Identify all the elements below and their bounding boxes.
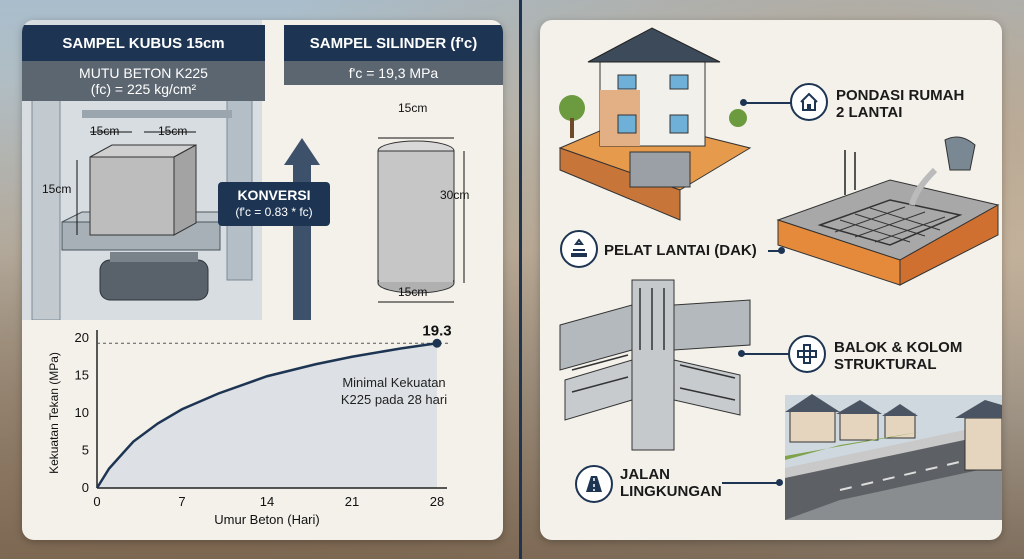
slab-icon: [560, 230, 598, 268]
left-panel: SAMPEL KUBUS 15cm MUTU BETON K225 (fc) =…: [22, 20, 503, 540]
leader-foundation: [743, 102, 791, 104]
x-tick-label: 7: [178, 494, 185, 509]
end-value-label: 19.3: [422, 322, 451, 339]
cylinder-title: SAMPEL SILINDER (f'c): [284, 25, 503, 61]
annotation-line1: Minimal Kekuatan: [342, 375, 445, 390]
use-road-label: JALAN LINGKUNGAN: [620, 466, 722, 500]
leader-slab: [768, 250, 780, 252]
up-arrow-icon: [284, 138, 320, 320]
use-road-line1: JALAN: [620, 466, 671, 483]
construction-uses-illustration: [558, 27, 1002, 520]
y-tick-label: 0: [82, 480, 89, 495]
cube-dim-top-left: 15cm: [90, 124, 120, 138]
road-icon: [575, 465, 613, 503]
y-tick-label: 10: [75, 405, 89, 420]
right-panel: PONDASI RUMAH 2 LANTAI PELAT LANTAI (DAK…: [540, 20, 1002, 540]
cylinder-subtitle: f'c = 19,3 MPa: [284, 61, 503, 85]
cylinder-dim-top: 15cm: [398, 101, 428, 115]
use-foundation-label: PONDASI RUMAH 2 LANTAI: [836, 87, 964, 121]
cylinder-dim-height: 30cm: [440, 188, 470, 202]
use-beam-line1: BALOK & KOLOM: [834, 339, 963, 356]
leader-road: [722, 482, 778, 484]
x-tick-label: 28: [430, 494, 444, 509]
house-icon: [790, 83, 828, 121]
cube-dim-side: 15cm: [42, 182, 72, 196]
cube-dim-top-right: 15cm: [158, 124, 188, 138]
use-foundation-line2: 2 LANTAI: [836, 104, 903, 121]
x-tick-label: 14: [260, 494, 274, 509]
cube-subtitle-line2: (fc) = 225 kg/cm²: [90, 81, 197, 97]
cube-title: SAMPEL KUBUS 15cm: [22, 25, 265, 61]
cube-subtitle-line1: MUTU BETON K225: [79, 65, 208, 81]
use-beam-line2: STRUKTURAL: [834, 356, 937, 373]
chart-area: [97, 343, 437, 488]
y-tick-label: 5: [82, 443, 89, 458]
annotation-line2: K225 pada 28 hari: [341, 392, 447, 407]
y-tick-label: 20: [75, 330, 89, 345]
use-beam-label: BALOK & KOLOM STRUKTURAL: [834, 339, 962, 373]
leader-dot-road: [776, 479, 783, 486]
use-slab-line1: PELAT LANTAI (DAK): [604, 242, 757, 259]
use-foundation-line1: PONDASI RUMAH: [836, 87, 965, 104]
x-tick-label: 21: [345, 494, 359, 509]
y-tick-label: 15: [75, 368, 89, 383]
strength-line: [95, 342, 438, 489]
y-axis-label: Kekuatan Tekan (MPa): [47, 352, 61, 474]
end-point: [432, 338, 442, 348]
x-tick-label: 0: [93, 494, 100, 509]
cylinder-dim-bottom: 15cm: [398, 285, 428, 299]
conversion-box: KONVERSI (f'c = 0.83 * fc): [218, 182, 330, 226]
leader-beam: [741, 353, 789, 355]
use-road-line2: LINGKUNGAN: [620, 483, 722, 500]
use-slab-label: PELAT LANTAI (DAK): [604, 242, 757, 259]
beam-column-icon: [788, 335, 826, 373]
conversion-formula: (f'c = 0.83 * fc): [235, 205, 313, 219]
conversion-title: KONVERSI: [237, 187, 311, 203]
leader-dot-slab: [778, 247, 785, 254]
x-axis-label: Umur Beton (Hari): [214, 512, 319, 527]
cube-subtitle: MUTU BETON K225 (fc) = 225 kg/cm²: [22, 61, 265, 101]
center-divider: [519, 0, 522, 559]
